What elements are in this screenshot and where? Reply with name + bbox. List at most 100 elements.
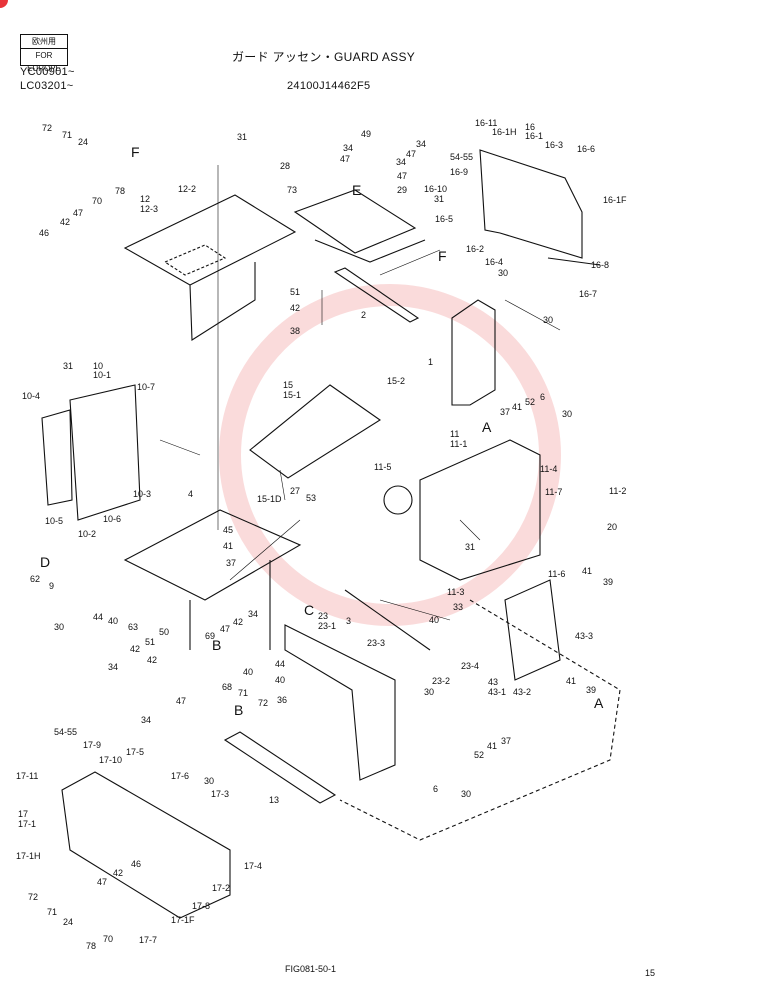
callout-label: 72 — [258, 698, 269, 708]
callout-label: 42 — [290, 303, 301, 313]
callout-label: 28 — [280, 161, 291, 171]
callout-label: 17-7 — [139, 935, 158, 945]
part-11-5-grommet — [383, 485, 413, 515]
callout-label: 30 — [543, 315, 554, 325]
callout-label: 34 — [416, 139, 427, 149]
callout-label: 39 — [586, 685, 597, 695]
callout-label: D — [40, 554, 51, 570]
callout-label: 52 — [525, 397, 536, 407]
callout-label: 47 — [176, 696, 187, 706]
callout-label: 29 — [397, 185, 408, 195]
callout-label: 40 — [243, 667, 254, 677]
callout-label: 41 — [566, 676, 577, 686]
part-13-step — [223, 731, 337, 804]
diagram-title: ガード アッセン・GUARD ASSY — [232, 50, 416, 64]
callout-label: 41 — [223, 541, 234, 551]
callout-label: 38 — [290, 326, 301, 336]
callout-label: 17-9 — [83, 740, 102, 750]
callout-label: 54-55 — [450, 152, 474, 162]
callout-label: 16-1 — [525, 131, 544, 141]
callout-label: 15-1 — [283, 390, 302, 400]
callout-label: 30 — [54, 622, 65, 632]
callout-label: 40 — [429, 615, 440, 625]
callout-label: 6 — [540, 392, 546, 402]
callout-label: 30 — [562, 409, 573, 419]
callout-label: 17-4 — [244, 861, 263, 871]
callout-label: 34 — [248, 609, 259, 619]
callout-label: 41 — [582, 566, 593, 576]
callout-label: 43-3 — [575, 631, 594, 641]
callout-label: 42 — [233, 617, 244, 627]
callout-label: 31 — [63, 361, 74, 371]
callout-label: 44 — [275, 659, 286, 669]
callout-label: 43-1 — [488, 687, 507, 697]
callout-label: 11-6 — [548, 569, 566, 579]
callout-label: 16-9 — [450, 167, 469, 177]
callout-label: 10-2 — [78, 529, 97, 539]
callout-label: 47 — [73, 208, 84, 218]
callout-label: 53 — [306, 493, 317, 503]
callout-label: 78 — [115, 186, 126, 196]
callout-label: 70 — [92, 196, 103, 206]
serial-range-1: YC00901~ — [20, 66, 75, 78]
callout-label: 12-2 — [178, 184, 197, 194]
europe-stamp: 欧州用 FOR EUROPE — [20, 34, 68, 73]
callout-label: 72 — [28, 892, 39, 902]
callout-label: 10-3 — [133, 489, 152, 499]
callout-label: 51 — [145, 637, 156, 647]
callout-label: 10-4 — [22, 391, 41, 401]
callout-label: 46 — [131, 859, 142, 869]
callout-label: 52 — [474, 750, 485, 760]
callout-label: 6 — [433, 784, 439, 794]
callout-label: 16-10 — [424, 184, 448, 194]
callout-label: 2 — [361, 310, 367, 320]
callout-label: 42 — [130, 644, 141, 654]
part-16-guard — [479, 149, 601, 266]
callout-label: 16-11 — [475, 118, 498, 128]
callout-label: 71 — [47, 907, 58, 917]
callout-label: 3 — [346, 616, 352, 626]
callout-label: 24 — [63, 917, 74, 927]
callout-label: 10-1 — [93, 370, 112, 380]
part-73-plate — [293, 189, 426, 263]
callout-label: 11-2 — [609, 486, 627, 496]
callout-label: 37 — [226, 558, 237, 568]
callout-label: 15-2 — [387, 376, 406, 386]
callout-label: 23-1 — [318, 621, 337, 631]
callout-label: 73 — [287, 185, 298, 195]
callout-label: B — [212, 637, 222, 653]
callout-label: 11-1 — [450, 439, 468, 449]
callout-label: 16-1H — [492, 127, 517, 137]
callout-label: 47 — [97, 877, 108, 887]
callout-label: 45 — [223, 525, 234, 535]
part-1-bracket — [451, 299, 496, 406]
part-11-cover — [419, 439, 541, 581]
callout-label: 34 — [141, 715, 152, 725]
callout-label: 20 — [607, 522, 618, 532]
callout-label: 37 — [500, 407, 511, 417]
callout-label: 4 — [188, 489, 194, 499]
assembly-part-number: 24100J14462F5 — [287, 80, 371, 92]
callout-label: 16-3 — [545, 140, 564, 150]
callout-label: 31 — [465, 542, 476, 552]
stamp-line-2: FOR EUROPE — [27, 51, 61, 73]
part-43-panel — [504, 579, 561, 681]
callout-label: 36 — [277, 695, 288, 705]
callout-label: 30 — [424, 687, 435, 697]
callout-label: E — [352, 182, 362, 198]
part-17-cover — [61, 771, 231, 919]
callout-label: C — [304, 602, 315, 618]
callout-label: 17-2 — [212, 883, 231, 893]
callout-label: 17-10 — [99, 755, 123, 765]
callout-label: 50 — [159, 627, 170, 637]
callout-label: 10-5 — [45, 516, 64, 526]
callout-label: 47 — [340, 154, 351, 164]
corner-marker — [0, 0, 8, 8]
callout-label: 37 — [501, 736, 512, 746]
callout-label: 31 — [434, 194, 445, 204]
callout-label: 23-4 — [461, 661, 480, 671]
callout-label: 23-2 — [432, 676, 451, 686]
callout-label: 42 — [113, 868, 124, 878]
callout-label: 51 — [290, 287, 301, 297]
part-10-plate — [41, 384, 141, 521]
